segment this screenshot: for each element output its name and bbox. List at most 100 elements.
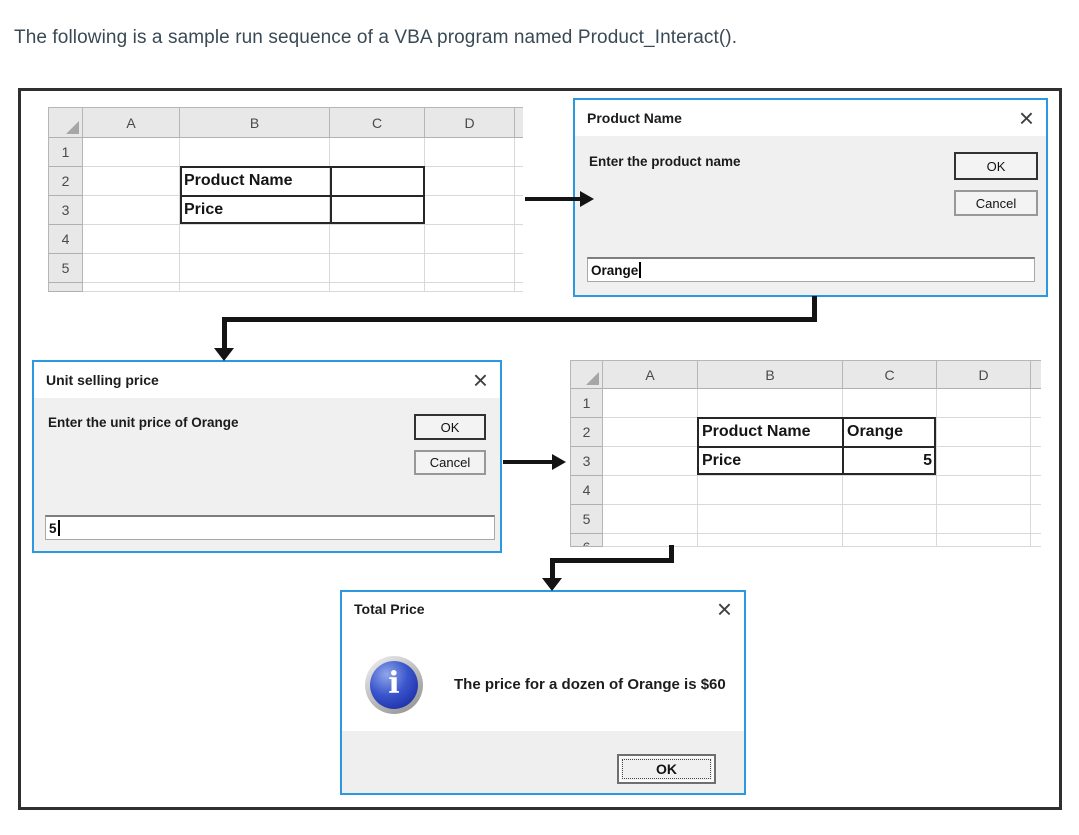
arrow-sheet1-to-product-dialog-head — [580, 191, 594, 207]
dialog-prompt: Enter the product name — [589, 154, 741, 169]
cell-c3: 5 — [843, 447, 937, 476]
close-icon[interactable]: × — [472, 365, 488, 395]
cell-d4 — [937, 476, 1031, 505]
cell-b4 — [180, 225, 330, 254]
worksheet-initial: A B C D 1 2 Product Name 3 Price 4 5 — [48, 107, 523, 292]
arrow-sheet2-to-totalprice-leg3 — [550, 558, 555, 580]
column-header-c: C — [843, 361, 937, 389]
cell-b1 — [180, 138, 330, 167]
select-all-corner — [49, 108, 83, 138]
cell-d1 — [937, 389, 1031, 418]
row-header-2: 2 — [571, 418, 603, 447]
dialog-prompt: Enter the unit price of Orange — [48, 415, 239, 430]
select-all-triangle — [66, 121, 79, 134]
cell-edge-5 — [515, 254, 523, 283]
cell-a2 — [603, 418, 698, 447]
ok-button[interactable]: OK — [954, 152, 1038, 180]
cell-d3 — [425, 196, 515, 225]
row-header-2: 2 — [49, 167, 83, 196]
row-header-1: 1 — [49, 138, 83, 167]
cell-a3 — [83, 196, 180, 225]
dialog-title: Unit selling price — [46, 372, 159, 388]
cell-b1 — [698, 389, 843, 418]
cell-b4 — [698, 476, 843, 505]
row-header-partial — [49, 283, 83, 292]
dialog-product-name: Product Name × Enter the product name OK… — [573, 98, 1048, 297]
cell-edge-2 — [515, 167, 523, 196]
row-header-3: 3 — [49, 196, 83, 225]
cell-d5 — [937, 505, 1031, 534]
message-text: The price for a dozen of Orange is $60 — [454, 676, 726, 693]
cell-b5 — [180, 254, 330, 283]
text-cursor — [57, 520, 60, 536]
close-icon[interactable]: × — [716, 594, 732, 624]
column-header-d: D — [425, 108, 515, 138]
dialog-total-price: Total Price × i The price for a dozen of… — [340, 590, 746, 795]
text-cursor — [639, 262, 642, 278]
cell-a1 — [603, 389, 698, 418]
arrow-sheet1-to-product-dialog-line — [525, 197, 581, 201]
cell-c2 — [330, 167, 425, 196]
unit-price-input[interactable]: 5 — [45, 515, 495, 540]
cell-partial — [425, 283, 515, 292]
arrow-sheet2-to-totalprice-leg1 — [669, 545, 674, 563]
cell-d3 — [937, 447, 1031, 476]
cell-c5 — [330, 254, 425, 283]
cell-c2: Orange — [843, 418, 937, 447]
cell-a2 — [83, 167, 180, 196]
cell-d2 — [937, 418, 1031, 447]
cell-d5 — [425, 254, 515, 283]
column-header-b: B — [698, 361, 843, 389]
cell-c1 — [843, 389, 937, 418]
column-header-c: C — [330, 108, 425, 138]
dialog-titlebar: Total Price × — [342, 592, 744, 626]
cell-b3: Price — [180, 196, 330, 225]
cell-partial — [603, 534, 698, 547]
column-header-partial — [1031, 361, 1041, 389]
cell-d2 — [425, 167, 515, 196]
select-all-triangle — [586, 372, 599, 385]
cancel-button[interactable]: Cancel — [414, 450, 486, 475]
cell-b3-text: Price — [702, 452, 742, 469]
cell-b2: Product Name — [180, 167, 330, 196]
dialog-title: Product Name — [587, 110, 682, 126]
input-value: Orange — [591, 262, 639, 278]
cell-c1 — [330, 138, 425, 167]
arrow-product-to-unitprice-head — [214, 348, 234, 361]
arrow-sheet2-to-totalprice-leg2 — [550, 558, 674, 563]
cell-a4 — [603, 476, 698, 505]
ok-button[interactable]: OK — [414, 414, 486, 440]
row-header-5: 5 — [49, 254, 83, 283]
cell-a4 — [83, 225, 180, 254]
cell-partial — [1031, 534, 1041, 547]
cell-edge-5 — [1031, 505, 1041, 534]
product-name-input[interactable]: Orange — [587, 257, 1035, 282]
row-header-1: 1 — [571, 389, 603, 418]
dialog-titlebar: Product Name × — [575, 100, 1046, 136]
ok-button[interactable]: OK — [617, 754, 716, 784]
cell-partial — [83, 283, 180, 292]
row-header-4: 4 — [49, 225, 83, 254]
cell-b2-text: Product Name — [702, 423, 811, 440]
cell-partial — [843, 534, 937, 547]
cell-a5 — [603, 505, 698, 534]
input-value: 5 — [49, 520, 57, 536]
cell-edge-3 — [1031, 447, 1041, 476]
column-header-d: D — [937, 361, 1031, 389]
row-header-3: 3 — [571, 447, 603, 476]
cancel-button[interactable]: Cancel — [954, 190, 1038, 216]
page-caption: The following is a sample run sequence o… — [14, 27, 738, 48]
cell-partial — [698, 534, 843, 547]
row-header-5: 5 — [571, 505, 603, 534]
info-icon: i — [365, 656, 423, 714]
column-header-b: B — [180, 108, 330, 138]
close-icon[interactable]: × — [1018, 103, 1034, 133]
cell-partial — [515, 283, 523, 292]
cell-d1 — [425, 138, 515, 167]
info-icon-ball: i — [370, 661, 418, 709]
arrow-sheet2-to-totalprice-head — [542, 578, 562, 591]
cell-b3: Price — [698, 447, 843, 476]
row-header-partial-6: 6 — [571, 534, 603, 547]
cell-edge-2 — [1031, 418, 1041, 447]
